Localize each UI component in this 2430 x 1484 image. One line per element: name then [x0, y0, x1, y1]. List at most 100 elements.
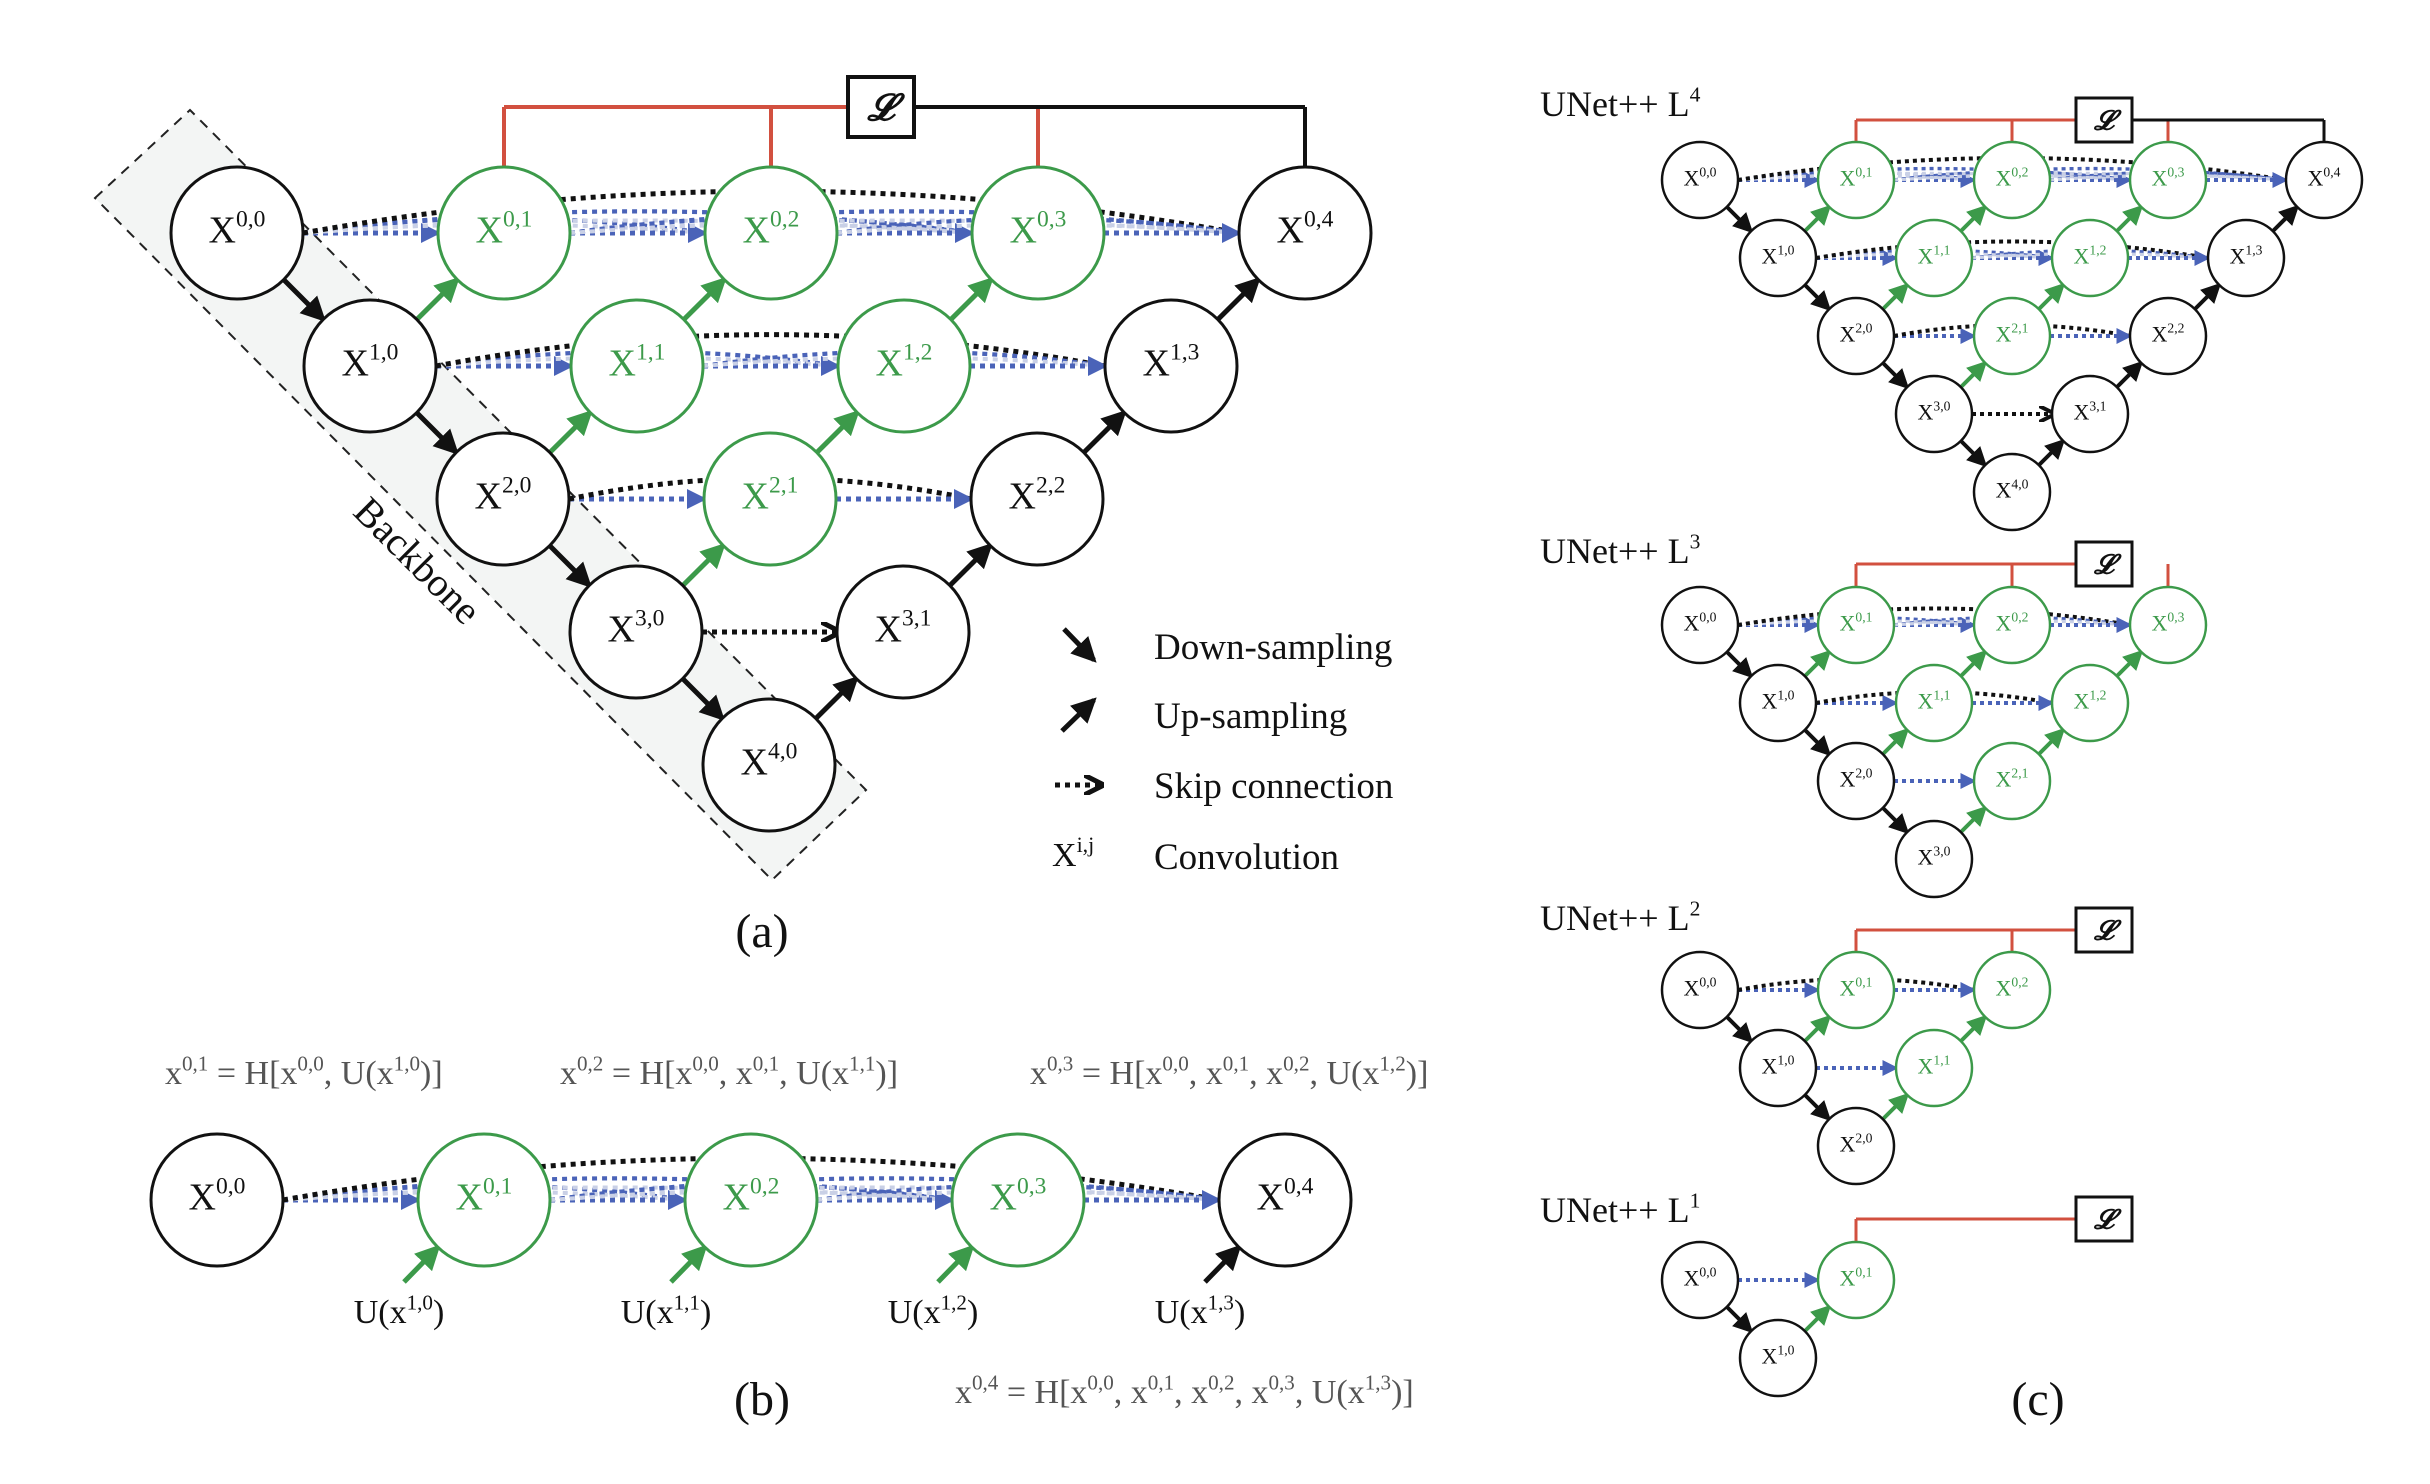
panel-b-input-arrow-2 [669, 1244, 708, 1284]
panel-b-node-4: X0,4 [1217, 1132, 1353, 1268]
panel-c-L4-skip-shadow-0-1-4 [1893, 171, 2287, 182]
panel-c-L1-node-0-1: X0,1 [1816, 1240, 1896, 1320]
panel-c-L4-loss-box-rect [2074, 96, 2134, 144]
panel-c-L4-up-1-3 [2271, 204, 2300, 233]
panel-c-L4-node-1-2-label: X1,2 [2074, 242, 2107, 268]
panel-c-L3-node-1-0-circle [1738, 663, 1818, 743]
panel-c-net-L2-loss: 𝓛 [1854, 906, 2134, 954]
panel-c-L4-node-0-0: X0,0 [1660, 140, 1740, 220]
panel-c-net-L3-skips [1737, 606, 2133, 789]
panel-c-L3-node-3-0-circle [1894, 819, 1974, 899]
panel-a-down-3 [680, 676, 725, 721]
panel-b-node-0: X0,0 [149, 1132, 285, 1268]
legend-item-convolution: Xi,j Convolution [1052, 832, 1339, 878]
panel-c-L3-up-1-1 [1959, 649, 1988, 678]
panel-a-up-1-3 [1216, 276, 1261, 322]
panel-a-node-0-0: X0,0 [169, 165, 305, 301]
panel-c-net-L4-loss: 𝓛 [1854, 96, 2326, 144]
panel-c-L4-node-4-0-label: X4,0 [1996, 476, 2029, 502]
panel-c-L2-loss-box-rect [2074, 906, 2134, 954]
panel-a-node-0-3-circle [970, 165, 1106, 301]
panel-a-node-0-1-label: X0,1 [476, 207, 533, 252]
panel-a-node-4-0-circle [701, 697, 837, 833]
panel-a-up-4-0 [814, 675, 859, 721]
panel-c-L4-node-3-1-label: X3,1 [2074, 398, 2107, 424]
panel-c-L4-up-3-0 [1959, 360, 1988, 389]
panel-a-node-0-1: X0,1 [436, 165, 572, 301]
panel-b-node-3-label: X0,3 [990, 1174, 1047, 1219]
panel-c-caption: (c) [2011, 1373, 2064, 1426]
panel-c-L2-node-2-0-label: X2,0 [1840, 1130, 1873, 1156]
panel-c-L3-loss-box: 𝓛 [2074, 540, 2134, 588]
panel-c-L4-node-0-2-label: X0,2 [1996, 164, 2029, 190]
panel-a-up-3-0 [681, 542, 726, 588]
panel-a-skip-shadow-0-1-4 [569, 218, 1240, 235]
panel-c-net-L2-skips [1737, 977, 1977, 1076]
panel-c-L4-node-2-2-circle [2128, 296, 2208, 376]
panel-c-L3-node-0-1-circle [1816, 585, 1896, 665]
panel-b-input-arrow-1 [402, 1244, 441, 1284]
panel-c-L2-node-0-0-label: X0,0 [1684, 974, 1717, 1000]
panel-c-L3-node-2-1: X2,1 [1972, 741, 2052, 821]
legend-text-skip-connection: Skip connection [1154, 766, 1393, 807]
panel-c-L4-node-0-3: X0,3 [2128, 140, 2208, 220]
panel-c-L2-node-2-0: X2,0 [1816, 1106, 1896, 1186]
panel-a-node-3-0-circle [568, 564, 704, 700]
panel-a-node-0-3: X0,3 [970, 165, 1106, 301]
panel-c-L1-loss-box: 𝓛 [2074, 1195, 2134, 1243]
panel-c-L3-node-1-0-label: X1,0 [1762, 687, 1795, 713]
panel-c-L3-node-1-1-circle [1894, 663, 1974, 743]
panel-c-L3-node-1-2-circle [2050, 663, 2130, 743]
panel-c-L2-loss-box: 𝓛 [2074, 906, 2134, 954]
panel-c-L4-node-3-0-circle [1894, 374, 1974, 454]
panel-c-L4-down-2 [1881, 361, 1910, 390]
panel-b-node-3-circle [950, 1132, 1086, 1268]
panel-c-L2-node-2-0-circle [1816, 1106, 1896, 1186]
panel-a-sampling-arrows [281, 276, 1261, 721]
panel-b-node-1-label: X0,1 [456, 1174, 513, 1219]
panel-a-node-3-1-label: X3,1 [875, 606, 932, 651]
panel-b-skip-0-3 [282, 1176, 953, 1203]
panel-b-caption: (b) [734, 1373, 790, 1426]
panel-c-L3-node-0-1-label: X0,1 [1840, 609, 1873, 635]
panel-a-caption: (a) [735, 905, 788, 958]
panel-c-net-L1-loss: 𝓛 [1854, 1195, 2134, 1243]
panel-b-node-4-label: X0,4 [1257, 1174, 1314, 1219]
panel-c-L4-node-2-1: X2,1 [1972, 296, 2052, 376]
legend-text-down-sampling: Down-sampling [1154, 627, 1392, 668]
panel-c-L4-node-1-2-circle [2050, 218, 2130, 298]
panel-b-input-arrow-3 [936, 1244, 975, 1284]
panel-c-L4-node-1-1-label: X1,1 [1918, 242, 1951, 268]
panel-c-L4-node-3-0: X3,0 [1894, 374, 1974, 454]
panel-c-L1-loss-box-rect [2074, 1195, 2134, 1243]
panel-c-L2-node-0-2-circle [1972, 950, 2052, 1030]
panel-b-diagram: x0,1​ = H[x0,0​, U(x1,0​)]x0,2​ = H[x0,0… [149, 1051, 1428, 1426]
panel-a-down-2 [547, 543, 592, 588]
panel-c-L4-node-4-0: X4,0 [1972, 452, 2052, 532]
panel-b-input-label-1: U(x1,0​) [354, 1290, 445, 1331]
panel-a-node-3-1-circle [835, 564, 971, 700]
panel-c-L2-up-1-0 [1803, 1014, 1832, 1043]
panel-a-up-1-1 [682, 276, 727, 322]
panel-a-up-1-0 [415, 276, 460, 322]
panel-b-node-2: X0,2 [683, 1132, 819, 1268]
panel-c-L4-up-1-1 [1959, 204, 1988, 233]
panel-c-L3-node-2-0: X2,0 [1816, 741, 1896, 821]
panel-a-skip-shadow-0-0-3 [302, 218, 973, 235]
panel-a-up-2-0 [548, 409, 593, 455]
panel-c-L2-node-1-0-label: X1,0 [1762, 1052, 1795, 1078]
panel-c-L4-up-1-2 [2115, 204, 2144, 233]
panel-c-L3-node-1-2: X1,2 [2050, 663, 2130, 743]
panel-a-up-2-2 [1082, 409, 1127, 455]
panel-a-node-0-3-label: X0,3 [1010, 207, 1067, 252]
panel-c-L4-down-0 [1725, 205, 1754, 234]
up-sampling-arrow-icon [1060, 697, 1097, 733]
panel-c-L3-up-2-1 [2037, 727, 2066, 756]
panel-b-input-labels: U(x1,0​)U(x1,1​)U(x1,2​)U(x1,3​) [354, 1290, 1246, 1331]
panel-c-L4-down-3 [1959, 439, 1988, 468]
panel-c-L4-node-1-3-label: X1,3 [2230, 242, 2263, 268]
panel-c-L4-node-4-0-circle [1972, 452, 2052, 532]
